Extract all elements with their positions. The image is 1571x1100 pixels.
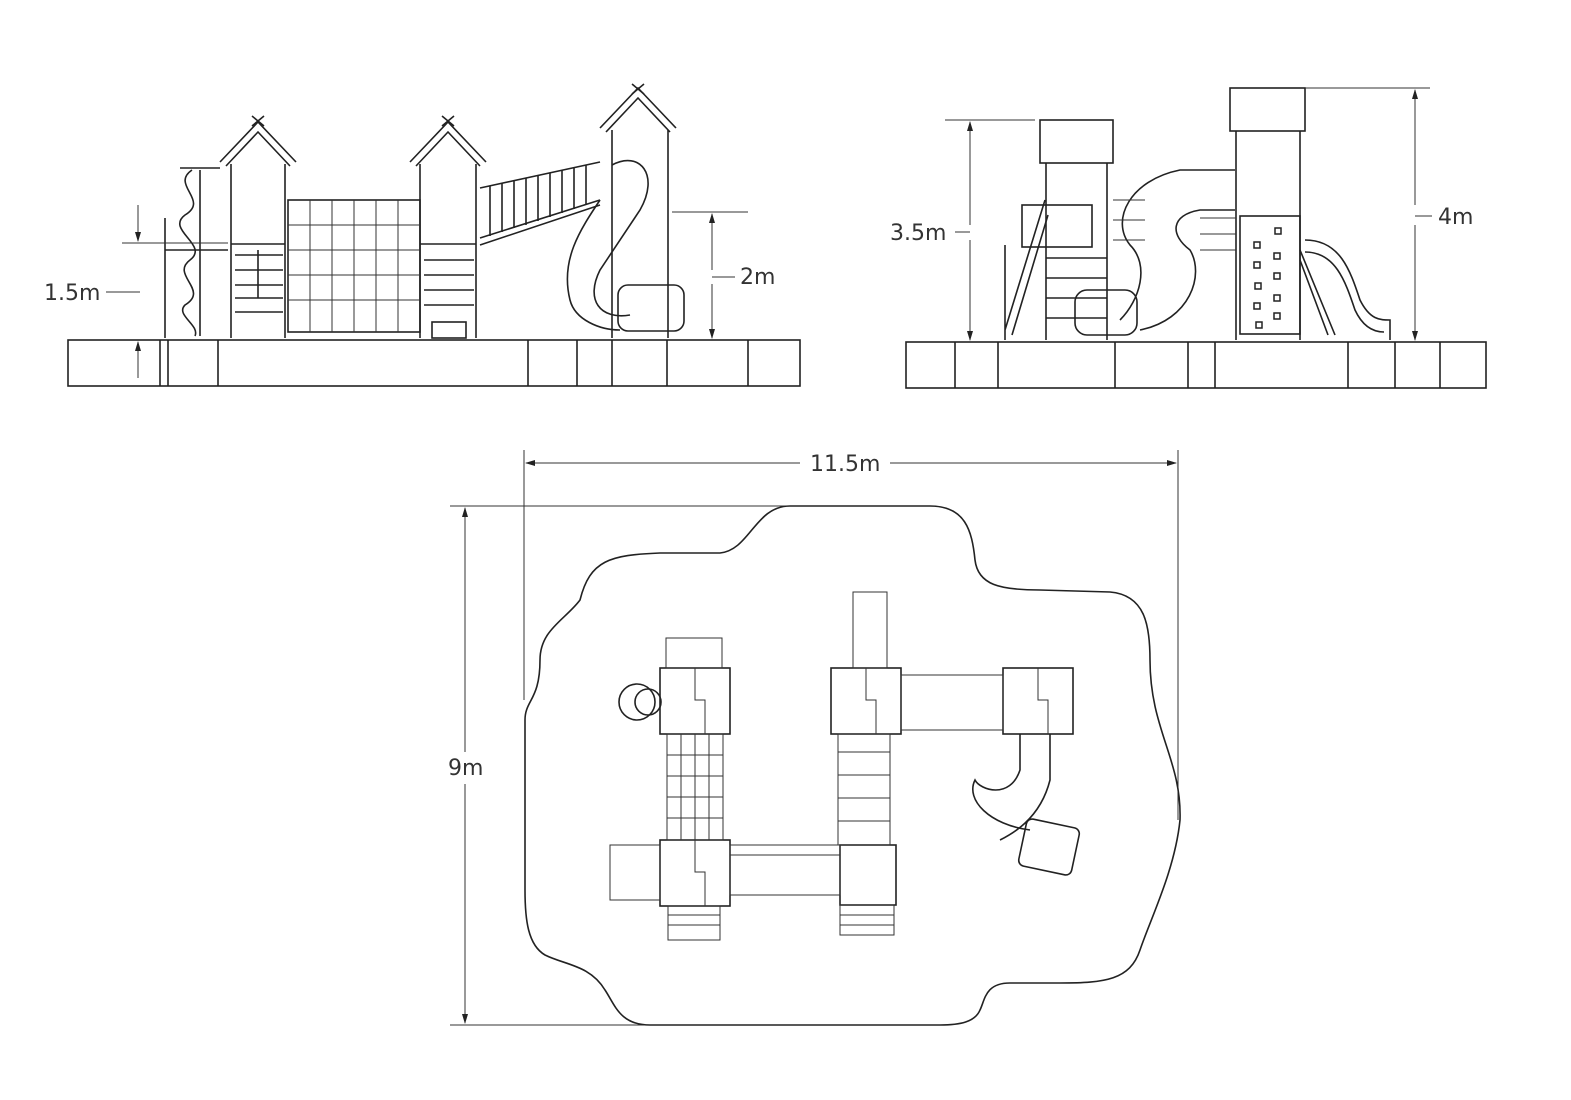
plan-dimension-11.5m <box>523 450 1179 820</box>
plan-tube-slide <box>972 734 1081 876</box>
side-base <box>905 341 1487 389</box>
plan-tower <box>839 844 897 906</box>
front-tower-left <box>219 115 297 338</box>
front-climbing-net <box>287 199 421 333</box>
plan-ring-climber <box>618 683 662 721</box>
climbing-holds <box>1253 227 1282 329</box>
plan-depth-label: 9m <box>448 756 483 781</box>
front-dimension-1.5m <box>106 205 228 378</box>
plan-view: 11.5m 9m <box>448 450 1181 1026</box>
side-elevation-view: 3.5m 4m <box>890 87 1487 389</box>
front-base <box>67 339 801 387</box>
side-climbing-wall <box>1239 215 1301 335</box>
front-tower-right <box>599 83 677 338</box>
front-base-dividers <box>159 340 749 386</box>
front-spiral-pole <box>164 167 228 338</box>
side-straight-slide <box>1304 239 1391 340</box>
side-tube-slide <box>1074 169 1235 336</box>
front-elevation-view: 2m 1.5m <box>44 83 801 387</box>
side-tower-left <box>1004 119 1114 340</box>
plan-towers <box>659 667 1074 907</box>
left-tower-height-label: 3.5m <box>890 221 946 246</box>
plan-dimension-9m <box>450 505 800 1026</box>
plan-net-and-ladders <box>609 591 1004 941</box>
side-dimension-3.5m <box>945 119 1035 341</box>
platform-height-label: 1.5m <box>44 281 100 306</box>
front-bridge <box>479 161 601 246</box>
front-tube-slide <box>566 159 685 332</box>
side-tower-right <box>1229 87 1336 340</box>
side-dimension-4m <box>1305 87 1432 341</box>
front-tower-middle <box>409 115 487 339</box>
right-tower-height-label: 4m <box>1438 205 1473 230</box>
side-netting <box>1113 199 1236 251</box>
plan-width-label: 11.5m <box>810 452 880 477</box>
safety-surface-outline <box>524 505 1181 1026</box>
front-dimension-2m <box>672 211 748 339</box>
side-base-dividers <box>954 342 1441 388</box>
tower-height-label: 2m <box>740 265 775 290</box>
